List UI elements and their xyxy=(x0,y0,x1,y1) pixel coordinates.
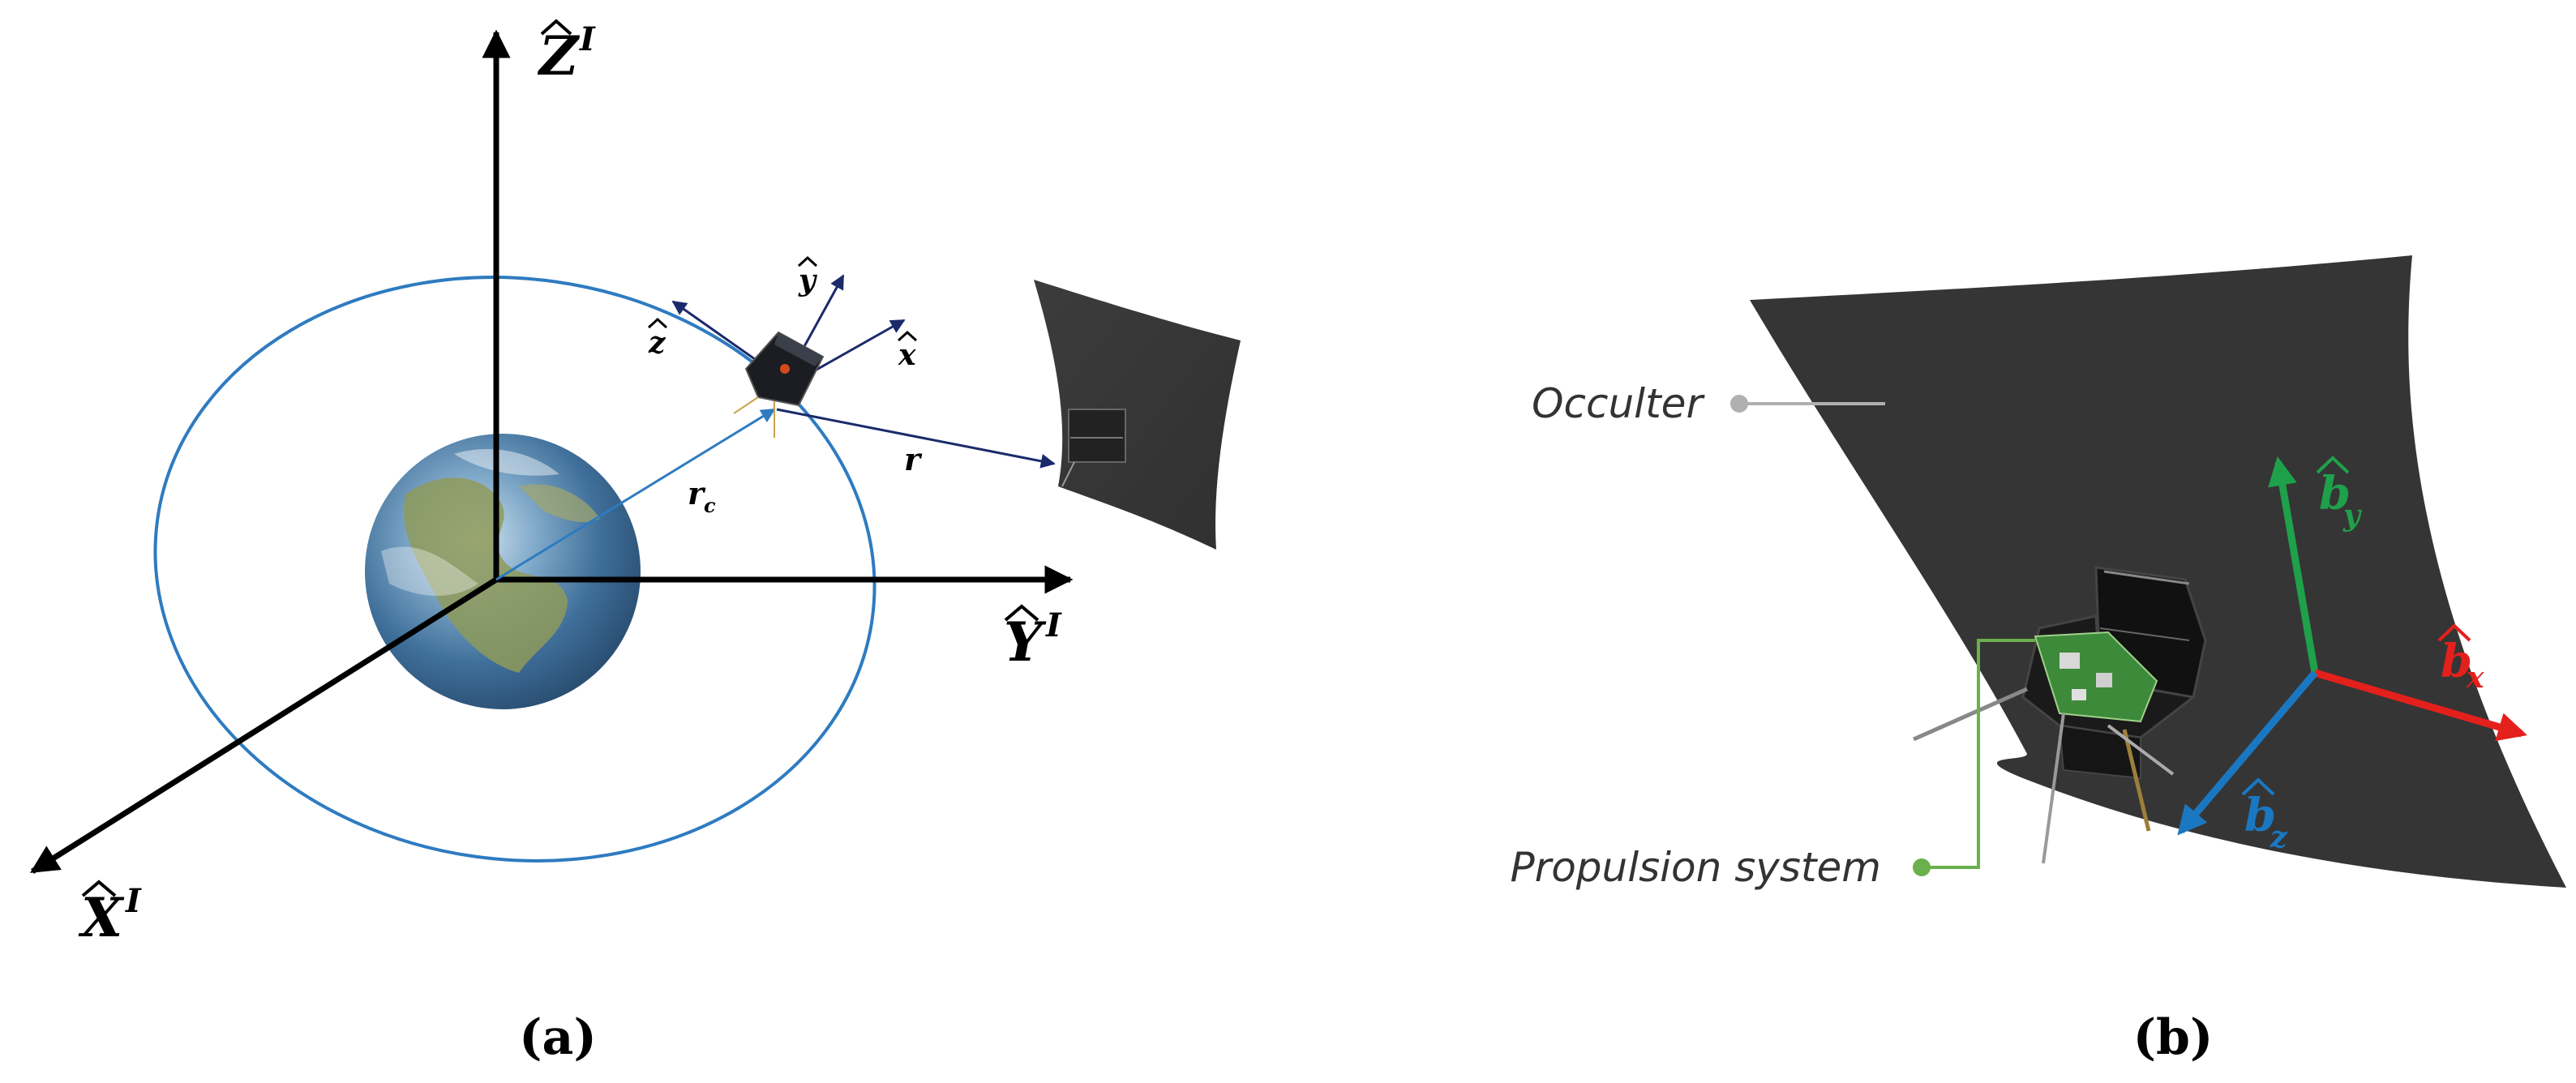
axis-z-superscript: I xyxy=(579,20,596,58)
thruster-rod-3 xyxy=(2122,729,2151,832)
axis-y-superscript: I xyxy=(1045,606,1062,644)
propulsion-callout: Propulsion system xyxy=(1511,639,2035,891)
body-axis-y xyxy=(797,274,845,357)
body-y-letter: y xyxy=(798,263,817,298)
axis-x-inertial xyxy=(30,577,498,874)
panel-a: Z I Y I X I r c r z y xyxy=(30,19,1241,1066)
axis-y-label: Y I xyxy=(1004,604,1062,674)
body-axis-z-label: z xyxy=(647,317,668,360)
label-rc-main: r xyxy=(688,475,706,512)
b-y-sub: y xyxy=(2342,499,2362,533)
label-rc: r c xyxy=(688,475,716,517)
occulter-large xyxy=(1750,255,2566,888)
axis-z-label: Z I xyxy=(537,19,596,88)
axis-y-letter: Y xyxy=(1004,610,1047,674)
b-y-letter: b xyxy=(2319,467,2351,520)
body-x-letter: x xyxy=(898,338,916,372)
panel-b: b y b x b z Occulter Propulsion system (… xyxy=(1511,255,2566,1066)
axis-b-z xyxy=(2177,670,2318,836)
label-r: r xyxy=(904,441,923,477)
vector-rc xyxy=(495,408,776,581)
earth-globe xyxy=(365,434,641,709)
b-x-sub: x xyxy=(2466,661,2484,695)
occulter-callout: Occulter xyxy=(1532,380,1885,427)
b-z-letter: b xyxy=(2244,789,2276,842)
chaser-satellite xyxy=(733,331,825,438)
b-z-sub: z xyxy=(2270,820,2288,854)
label-rc-sub: c xyxy=(704,494,716,517)
b-x-letter: b xyxy=(2441,635,2472,688)
label-b-y: b y xyxy=(2316,456,2362,533)
thruster-rod-2 xyxy=(2042,713,2065,864)
axis-b-x xyxy=(2313,669,2527,742)
occulter-small xyxy=(1034,280,1241,550)
thruster-rod-1 xyxy=(1912,687,2029,742)
caption-a: (a) xyxy=(519,1009,597,1066)
propulsion-board xyxy=(2034,631,2158,723)
axis-y-hat xyxy=(1004,604,1039,622)
propulsion-label: Propulsion system xyxy=(1511,844,1882,891)
axis-z-letter: Z xyxy=(537,24,581,88)
caption-b: (b) xyxy=(2133,1009,2214,1066)
axis-x-letter: X xyxy=(78,886,125,949)
orbit-ellipse xyxy=(153,276,877,863)
body-axis-y-label: y xyxy=(797,255,818,298)
axis-x-label: X I xyxy=(78,880,142,949)
axis-z-hat xyxy=(540,19,572,36)
label-b-z: b z xyxy=(2241,777,2288,854)
body-axis-x-label: x xyxy=(897,330,918,372)
occulter-label: Occulter xyxy=(1532,380,1705,427)
vector-r xyxy=(776,408,1056,469)
axis-x-superscript: I xyxy=(125,882,142,920)
axis-b-y xyxy=(2268,456,2319,674)
label-b-x: b x xyxy=(2437,623,2484,695)
thruster-rod-4 xyxy=(2107,724,2175,776)
body-z-letter: z xyxy=(648,326,667,360)
body-axis-x xyxy=(810,319,906,375)
axis-x-hat xyxy=(81,880,117,897)
